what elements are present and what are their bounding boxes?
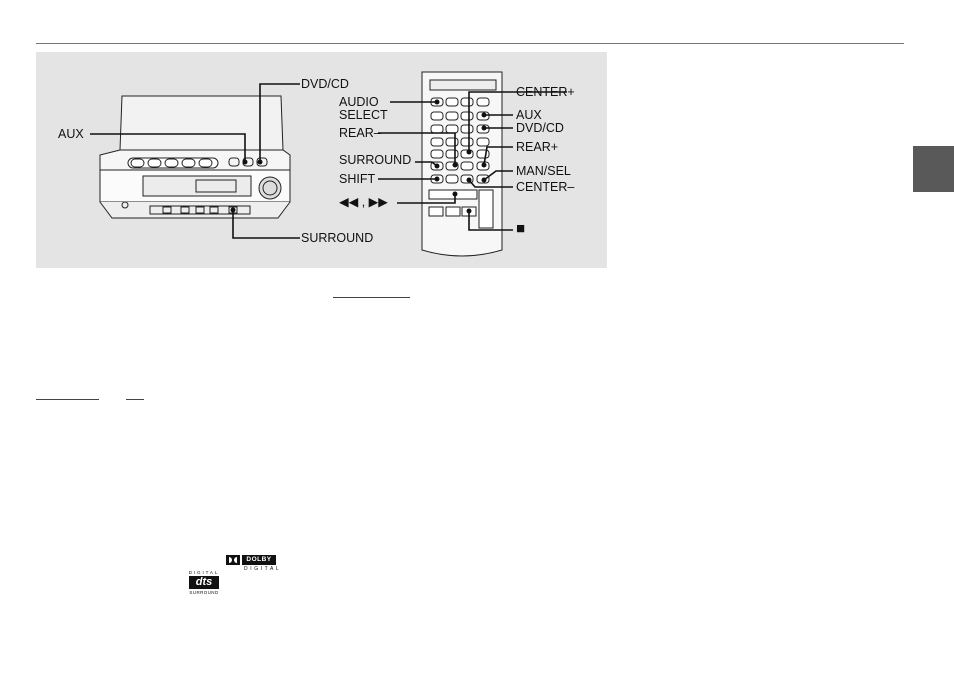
underline-rule-3 — [126, 399, 144, 400]
label-dvd-cd-unit: DVD/CD — [301, 78, 349, 91]
underline-rule-1 — [333, 297, 410, 298]
label-rear-minus: REAR– — [339, 127, 381, 140]
remote-button — [431, 125, 443, 133]
label-center-minus: CENTER– — [516, 181, 574, 194]
remote-button — [446, 98, 458, 106]
remote-button — [461, 162, 473, 170]
label-shift: SHIFT — [339, 173, 375, 186]
remote-button — [477, 138, 489, 146]
remote-button — [446, 112, 458, 120]
dolby-sub: DIGITAL — [244, 566, 278, 572]
remote-button — [446, 175, 458, 183]
label-skip: ◀◀ , ▶▶ — [339, 196, 388, 209]
remote-button — [431, 150, 443, 158]
remote-button — [446, 138, 458, 146]
remote-button — [477, 150, 489, 158]
remote-button — [461, 98, 473, 106]
main-unit-drawing — [100, 96, 290, 218]
remote-button — [446, 150, 458, 158]
remote-button — [477, 98, 489, 106]
label-surround-unit: SURROUND — [301, 232, 373, 245]
remote-button — [431, 138, 443, 146]
remote-button — [429, 207, 443, 216]
label-dvd-cd-remote: DVD/CD — [516, 122, 564, 135]
remote-button — [446, 207, 460, 216]
label-select: SELECT — [339, 109, 388, 122]
dts-bottom: SURROUND — [188, 590, 220, 595]
label-surround-remote: SURROUND — [339, 154, 411, 167]
dts-main: dts — [189, 576, 219, 589]
label-stop: ■ — [516, 222, 525, 235]
label-rear-plus: REAR+ — [516, 141, 558, 154]
dolby-text: DOLBY — [242, 555, 276, 565]
remote-button — [461, 125, 473, 133]
underline-rule-2 — [36, 399, 99, 400]
dts-digital-surround-logo: DIGITAL dts SURROUND — [188, 570, 220, 596]
remote-button — [461, 138, 473, 146]
label-aux-unit: AUX — [58, 128, 84, 141]
remote-button — [461, 112, 473, 120]
dolby-digital-logo: DOLBY DIGITAL — [226, 555, 278, 573]
label-man-sel: MAN/SEL — [516, 165, 571, 178]
remote-button — [446, 125, 458, 133]
dts-top: DIGITAL — [188, 570, 220, 575]
remote-button — [431, 112, 443, 120]
label-center-plus: CENTER+ — [516, 86, 575, 99]
remote-button — [479, 190, 493, 228]
